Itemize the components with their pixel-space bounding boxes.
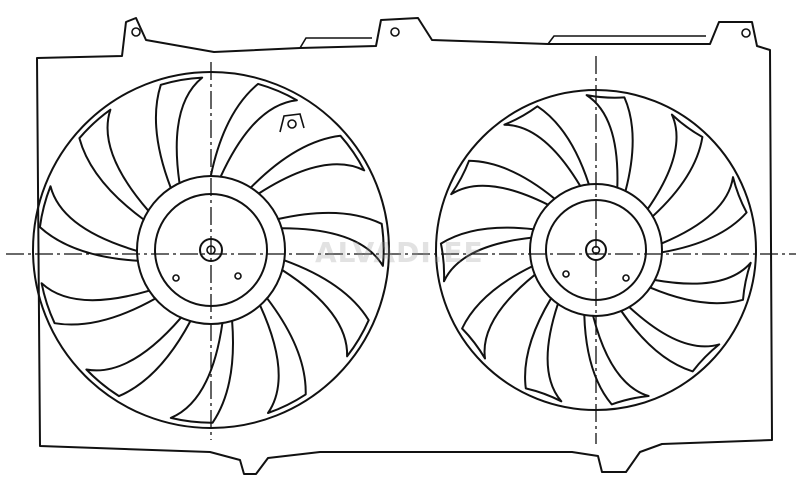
mount-hole-right bbox=[741, 28, 751, 38]
left-fan-blade bbox=[277, 211, 385, 267]
left-fan-blade bbox=[38, 185, 139, 262]
left-fan-blade bbox=[85, 316, 192, 398]
left-fan-blade bbox=[169, 319, 235, 424]
right-fan-blade bbox=[450, 159, 556, 206]
mount-hole-center bbox=[390, 27, 400, 37]
bracket-tab bbox=[279, 113, 305, 133]
right-fan-blade bbox=[585, 94, 634, 192]
mount-hole-left bbox=[131, 27, 141, 37]
shroud-outline bbox=[36, 17, 773, 475]
right-fan-blade bbox=[503, 105, 590, 187]
shroud-inner-edge bbox=[299, 35, 706, 49]
left-fan-blade bbox=[259, 297, 307, 414]
right-fan-blade bbox=[524, 297, 563, 403]
left-fan-blade bbox=[40, 282, 157, 326]
left-fan-blade bbox=[154, 76, 204, 189]
right-fan-blade bbox=[660, 176, 748, 254]
left-fan-bolt-b bbox=[234, 272, 242, 280]
right-fan-blade bbox=[461, 265, 536, 360]
right-fan-bolt-a bbox=[562, 270, 570, 278]
left-fan-blade bbox=[249, 134, 366, 195]
right-fan-blade bbox=[583, 314, 650, 406]
right-fan-blade bbox=[439, 226, 535, 283]
right-fan-bolt-b bbox=[622, 274, 630, 282]
right-fan-blades bbox=[439, 94, 752, 406]
mount-hole-bracket bbox=[287, 119, 297, 129]
left-fan-blades bbox=[38, 76, 385, 424]
right-fan-blade bbox=[620, 306, 721, 373]
left-fan-blade bbox=[209, 82, 298, 178]
left-fan-bolt-a bbox=[172, 274, 180, 282]
right-fan-blade bbox=[646, 113, 704, 218]
left-fan-blade bbox=[281, 259, 370, 358]
left-fan-blade bbox=[78, 108, 150, 221]
right-fan-blade bbox=[649, 261, 752, 305]
